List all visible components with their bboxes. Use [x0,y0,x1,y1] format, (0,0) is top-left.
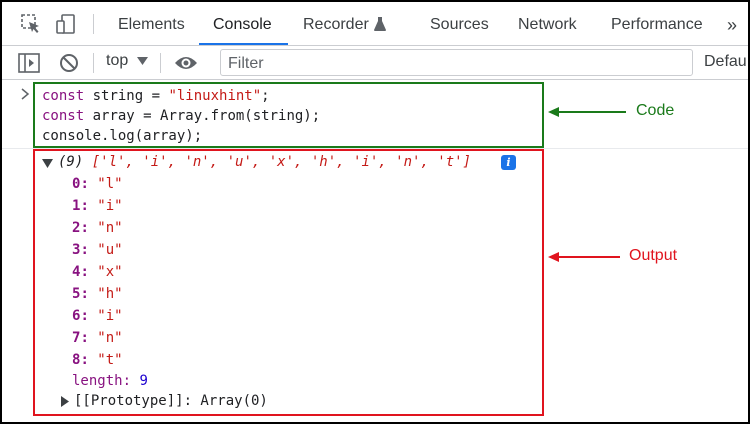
array-item: 6: "i" [72,308,123,324]
code-line-2: const array = Array.from(string); [42,108,320,124]
filter-input[interactable]: Filter [220,49,693,76]
output-highlight-box [33,149,544,416]
tab-console[interactable]: Console [213,16,272,33]
output-arrow-icon [548,252,620,262]
keyword: const [42,88,85,104]
code-text: string = [84,88,169,104]
array-preview: ['l', 'i', 'n', 'u', 'x', 'h', 'i', 'n',… [91,154,472,170]
prompt-chevron-icon [21,88,30,100]
flask-icon [374,17,386,31]
devtools-tab-bar: Elements Console Recorder Sources Networ… [2,2,748,46]
array-item: 7: "n" [72,330,123,346]
tab-elements[interactable]: Elements [118,16,185,33]
code-text: console.log(array); [42,128,203,144]
expand-arrow-icon[interactable] [42,159,53,168]
array-summary[interactable]: (9) ['l', 'i', 'n', 'u', 'x', 'h', 'i', … [58,154,471,170]
inspect-element-icon[interactable] [20,13,42,35]
prototype-entry[interactable]: [[Prototype]]: Array(0) [74,393,268,409]
tab-recorder-label: Recorder [303,16,369,33]
collapsed-arrow-icon[interactable] [61,396,69,407]
console-divider [2,148,748,149]
device-toolbar-icon[interactable] [55,13,77,35]
array-length: length: 9 [72,373,148,389]
code-line-1: const string = "linuxhint"; [42,88,270,104]
array-count: (9) [58,154,84,170]
tab-recorder[interactable]: Recorder [303,2,386,46]
array-item: 2: "n" [72,220,123,236]
array-item: 0: "l" [72,176,123,192]
output-label: Output [629,247,678,264]
code-label: Code [636,102,675,119]
eye-icon[interactable] [174,55,198,71]
code-highlight-box [33,82,544,148]
string-literal: "linuxhint" [168,88,262,104]
console-toolbar: top Filter Defau [2,46,748,80]
tab-sources[interactable]: Sources [430,16,489,33]
clear-console-icon[interactable] [59,53,79,73]
array-item: 8: "t" [72,352,123,368]
code-text: ; [261,88,270,104]
array-item: 5: "h" [72,286,123,302]
array-item: 1: "i" [72,198,123,214]
info-icon[interactable]: i [501,155,516,170]
tab-performance[interactable]: Performance [611,16,703,33]
code-text: array = Array.from(string); [84,108,321,124]
more-tabs-button[interactable]: » [727,15,738,35]
code-arrow-icon [548,107,626,117]
active-tab-indicator [199,43,288,45]
keyword: const [42,108,85,124]
context-selector[interactable]: top [106,52,148,70]
array-item: 4: "x" [72,264,123,280]
tab-network[interactable]: Network [518,16,577,33]
log-levels-dropdown[interactable]: Defau [704,53,747,70]
context-selector-value: top [106,52,129,69]
chevron-down-icon [137,57,148,65]
array-item: 3: "u" [72,242,123,258]
code-line-3: console.log(array); [42,128,202,144]
sidebar-toggle-icon[interactable] [18,53,40,73]
